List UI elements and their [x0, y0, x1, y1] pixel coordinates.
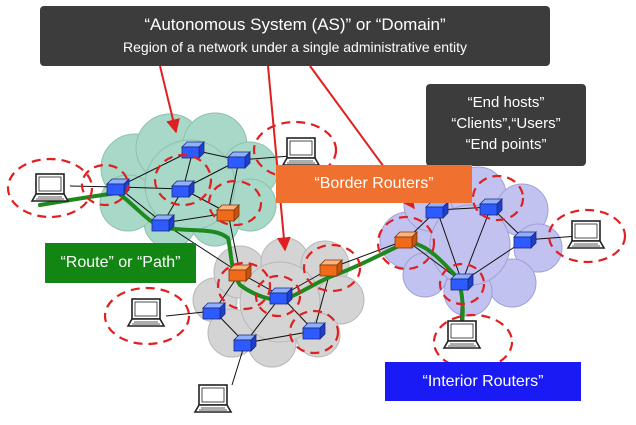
laptop-icon-north	[282, 137, 320, 166]
interior-routers-callout: “Interior Routers”	[385, 362, 581, 401]
end-hosts-label: “End hosts”	[467, 94, 545, 111]
border-routers-label: “Border Routers”	[314, 175, 434, 192]
router-icon	[425, 201, 449, 219]
route-path-callout: “Route” or “Path”	[45, 243, 196, 283]
router-icon	[227, 151, 251, 169]
router-icon	[450, 273, 474, 291]
end-hosts-callout: “End hosts” “Clients”,“Users” “End point…	[426, 84, 586, 166]
border-routers-callout: “Border Routers”	[276, 165, 472, 203]
as-title: “Autonomous System (AS)” or “Domain”	[144, 15, 446, 34]
laptop-icon-south	[194, 384, 232, 413]
router-icon	[151, 214, 175, 232]
as-subtitle: Region of a network under a single admin…	[123, 39, 467, 55]
router-icon	[513, 231, 537, 249]
router-icon	[269, 287, 293, 305]
interior-routers-label: “Interior Routers”	[422, 373, 544, 390]
border-router-icon	[319, 259, 343, 277]
router-icon	[479, 198, 503, 216]
laptop-icon-southeast	[443, 320, 481, 349]
end-points-label: “End points”	[465, 136, 547, 153]
router-icon	[302, 322, 326, 340]
autonomous-system-callout: “Autonomous System (AS)” or “Domain” Reg…	[40, 6, 550, 66]
dashed-circle-highlights	[6, 120, 627, 371]
laptop-icon-southwest	[127, 298, 165, 327]
clients-users-label: “Clients”,“Users”	[451, 115, 561, 132]
border-router-icon	[228, 264, 252, 282]
router-icon	[202, 302, 226, 320]
router-icon	[233, 334, 257, 352]
border-router-icon	[216, 204, 240, 222]
route-path-label: “Route” or “Path”	[60, 254, 181, 271]
route-path	[38, 190, 465, 327]
laptop-icon-east	[567, 220, 605, 249]
border-router-icon	[394, 231, 418, 249]
laptop-icon-west	[31, 173, 69, 202]
router-icon	[171, 180, 195, 198]
